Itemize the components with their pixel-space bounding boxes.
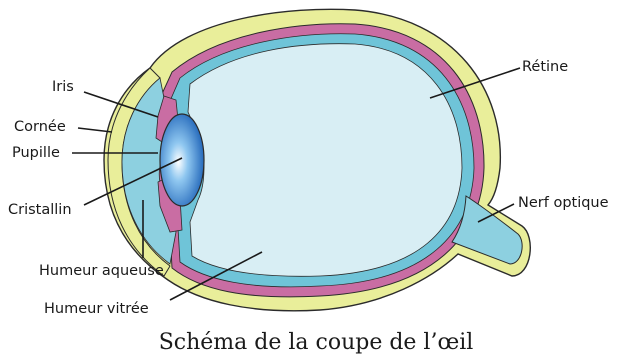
label-iris: Iris (52, 80, 74, 95)
label-cristallin: Cristallin (8, 203, 72, 218)
label-humeur-aqueuse: Humeur aqueuse (39, 264, 164, 279)
label-pupille: Pupille (12, 146, 60, 161)
figure-caption: Schéma de la coupe de l’œil (0, 332, 632, 354)
lens (160, 114, 204, 206)
vitreous-humour (188, 44, 462, 277)
label-cornee: Cornée (14, 120, 66, 135)
label-nerf-optique: Nerf optique (518, 196, 609, 211)
label-humeur-vitree: Humeur vitrée (44, 302, 149, 317)
label-retine: Rétine (522, 60, 568, 75)
